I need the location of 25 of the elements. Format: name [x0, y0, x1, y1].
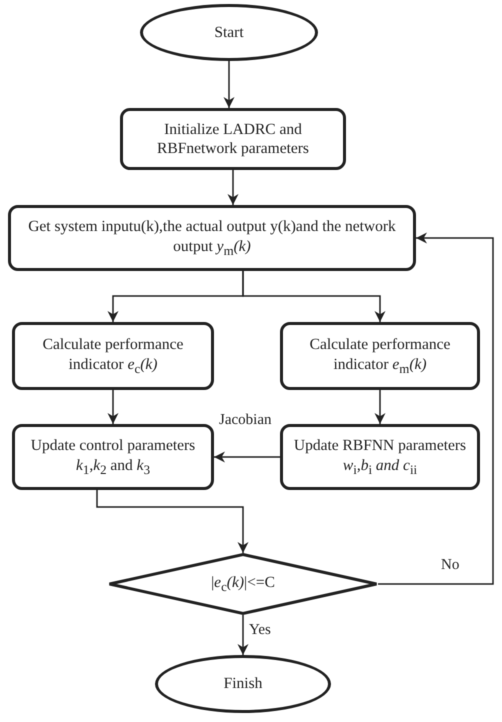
- node-text: |e$_{c}$(k)|<=C: [211, 572, 275, 596]
- node-text: Calculate performance indicator e$_{c}$(k): [42, 335, 184, 377]
- node-text: Finish: [224, 674, 262, 694]
- process-box: [8, 205, 416, 271]
- arrow: [224, 61, 234, 108]
- process-box: [120, 108, 346, 170]
- node-text: Update control parameters k$_{1}$,k$_{2}$ and k$_{3}$: [30, 436, 196, 478]
- arrow: [108, 390, 118, 424]
- arrow: [378, 232, 494, 585]
- process-box: [280, 322, 480, 390]
- node-text: Update RBFNN parameters w$_{i}$,b$_{i}$ and c$_{ii}$: [292, 436, 468, 478]
- process-box: [12, 322, 214, 390]
- decision-diamond: [108, 553, 378, 615]
- arrow: [214, 452, 280, 462]
- node-text: Get system inputu(k),the actual output y(k)and the network output y$_{m}$(k): [27, 217, 397, 259]
- arrow: [238, 615, 248, 655]
- arrow: [242, 271, 386, 322]
- arrow: [374, 390, 386, 424]
- process-box: [12, 424, 214, 490]
- arrow: [96, 490, 248, 553]
- node-text: Start: [214, 22, 244, 42]
- arrow: [228, 170, 238, 205]
- node-text: Calculate performance indicator e$_{m}$(k): [308, 335, 452, 377]
- process-box: [280, 424, 480, 490]
- node-text: Initialize LADRC and RBFnetwork parameters: [156, 120, 310, 158]
